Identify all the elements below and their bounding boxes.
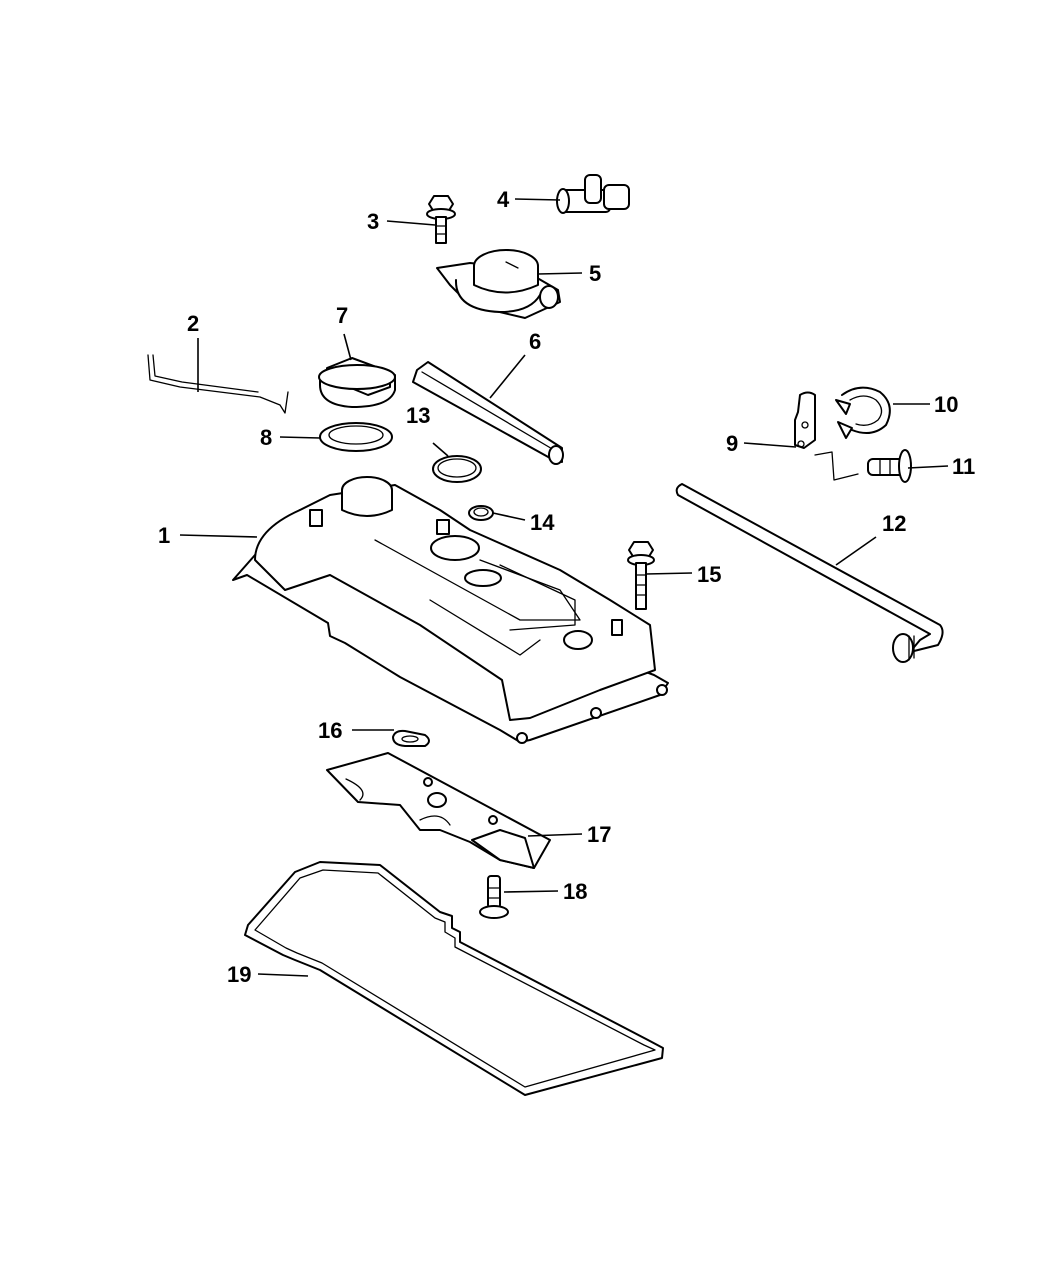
callout-9[interactable]: 9 xyxy=(726,431,738,456)
leader-15 xyxy=(645,572,693,575)
callout-labels: 1 2 3 4 5 6 7 8 9 10 11 12 13 14 15 16 1… xyxy=(158,187,975,987)
callout-12[interactable]: 12 xyxy=(882,511,906,536)
part-16-grommet[interactable] xyxy=(392,729,430,747)
callout-18[interactable]: 18 xyxy=(563,879,587,904)
part-19-cover-gasket[interactable] xyxy=(244,861,664,1096)
part-14-small-o-ring[interactable] xyxy=(468,505,494,521)
leader-1 xyxy=(179,534,258,538)
part-18-baffle-bolt[interactable] xyxy=(479,875,509,919)
callout-11[interactable]: 11 xyxy=(952,454,975,479)
callout-17[interactable]: 17 xyxy=(587,822,611,847)
part-11-push-pin[interactable] xyxy=(867,449,912,483)
part-1-head-cover[interactable] xyxy=(232,476,669,744)
part-9-bracket[interactable] xyxy=(794,391,859,481)
callout-14[interactable]: 14 xyxy=(530,510,555,535)
callout-8[interactable]: 8 xyxy=(260,425,272,450)
callout-6[interactable]: 6 xyxy=(529,329,541,354)
part-4-tee-connector[interactable] xyxy=(556,174,630,214)
part-8-gasket[interactable] xyxy=(319,422,393,452)
callout-10[interactable]: 10 xyxy=(934,392,958,417)
callout-5[interactable]: 5 xyxy=(589,261,601,286)
leader-8 xyxy=(279,436,321,439)
leader-lines xyxy=(179,198,949,977)
part-5-pcv-separator[interactable] xyxy=(436,249,561,319)
leader-18 xyxy=(503,890,559,893)
leader-3 xyxy=(386,220,436,226)
callout-16[interactable]: 16 xyxy=(318,718,342,743)
part-15-cover-bolt[interactable] xyxy=(627,541,655,610)
leader-19 xyxy=(257,973,309,977)
callout-2[interactable]: 2 xyxy=(187,311,199,336)
callout-4[interactable]: 4 xyxy=(497,187,510,212)
callout-13[interactable]: 13 xyxy=(406,403,430,428)
part-2-wire-bracket[interactable] xyxy=(147,354,289,414)
leader-17 xyxy=(527,833,583,837)
part-7-filler-cap[interactable] xyxy=(318,357,396,408)
leader-13 xyxy=(432,442,449,457)
leader-9 xyxy=(743,442,797,448)
part-6-tube-seal[interactable] xyxy=(412,361,564,465)
callout-19[interactable]: 19 xyxy=(227,962,251,987)
part-12-breather-tube[interactable] xyxy=(675,483,944,663)
part-13-o-ring[interactable] xyxy=(432,455,482,483)
leader-14 xyxy=(492,512,526,521)
leader-12 xyxy=(835,536,877,566)
callout-7[interactable]: 7 xyxy=(336,303,348,328)
leader-5 xyxy=(537,272,583,275)
leader-7 xyxy=(343,333,352,361)
callout-15[interactable]: 15 xyxy=(697,562,721,587)
leader-6 xyxy=(489,354,526,399)
leader-4 xyxy=(514,198,561,201)
part-17-oil-baffle[interactable] xyxy=(326,752,551,869)
leader-11 xyxy=(907,465,949,469)
part-10-hose-clamp[interactable] xyxy=(835,386,891,439)
callout-1[interactable]: 1 xyxy=(158,523,170,548)
part-3-bolt[interactable] xyxy=(426,195,456,244)
callout-3[interactable]: 3 xyxy=(367,209,379,234)
